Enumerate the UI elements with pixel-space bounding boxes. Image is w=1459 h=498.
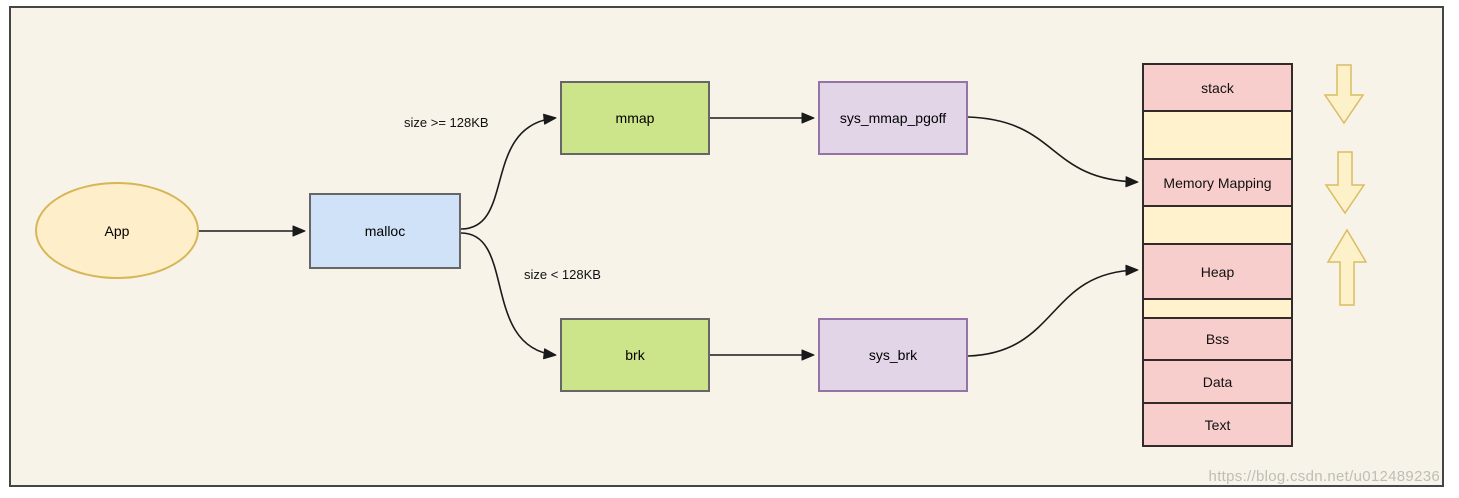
- memory-row-label: Memory Mapping: [1163, 174, 1272, 191]
- watermark: https://blog.csdn.net/u012489236: [1208, 468, 1440, 485]
- diagram-canvas: App malloc mmap sys_mmap_pgoff brk sys_b…: [9, 6, 1444, 487]
- memory-row-label: Bss: [1205, 331, 1230, 347]
- node-mmap: mmap: [560, 81, 710, 155]
- memory-layout: stack Memory Mapping Heap Bss Data: [1142, 63, 1293, 447]
- memory-row-text: Text: [1144, 404, 1291, 445]
- node-malloc-label: malloc: [364, 223, 406, 239]
- memory-row-memory-mapping: Memory Mapping: [1144, 160, 1291, 207]
- memory-row-label: stack: [1201, 79, 1234, 96]
- node-sys-mmap-pgoff-label: sys_mmap_pgoff: [839, 110, 947, 126]
- arrow-up-icon: [1326, 228, 1368, 306]
- memory-row-label: Text: [1204, 416, 1231, 433]
- node-malloc: malloc: [309, 193, 461, 269]
- memory-row-free-region: [1144, 300, 1291, 319]
- memory-row-label: Data: [1202, 373, 1233, 390]
- node-sys-mmap-pgoff: sys_mmap_pgoff: [818, 81, 968, 155]
- memory-row-label: Heap: [1200, 263, 1235, 280]
- memory-row-free-region: [1144, 207, 1291, 245]
- memory-row-data: Data: [1144, 361, 1291, 404]
- edge-malloc-to-brk: [460, 232, 557, 360]
- memory-row-free-region: [1144, 112, 1291, 160]
- arrow-down-icon: [1324, 151, 1366, 215]
- memory-row-bss: Bss: [1144, 319, 1291, 361]
- edge-malloc-to-mmap: [460, 113, 557, 230]
- node-app-label: App: [104, 222, 130, 239]
- node-sys-brk: sys_brk: [818, 318, 968, 392]
- edge-label-brk-condition: size < 128KB: [524, 267, 601, 282]
- edge-sys-brk-to-heap: [967, 264, 1139, 357]
- edge-sys-mmap-pgoff-to-memory-mapping: [967, 116, 1139, 188]
- node-sys-brk-label: sys_brk: [868, 347, 918, 363]
- node-mmap-label: mmap: [615, 110, 655, 126]
- edge-label-mmap-condition: size >= 128KB: [404, 115, 489, 130]
- memory-row-stack: stack: [1144, 65, 1291, 112]
- node-brk-label: brk: [625, 347, 645, 363]
- node-brk: brk: [560, 318, 710, 392]
- arrow-down-icon: [1323, 64, 1365, 125]
- node-app: App: [35, 182, 199, 279]
- memory-row-heap: Heap: [1144, 245, 1291, 300]
